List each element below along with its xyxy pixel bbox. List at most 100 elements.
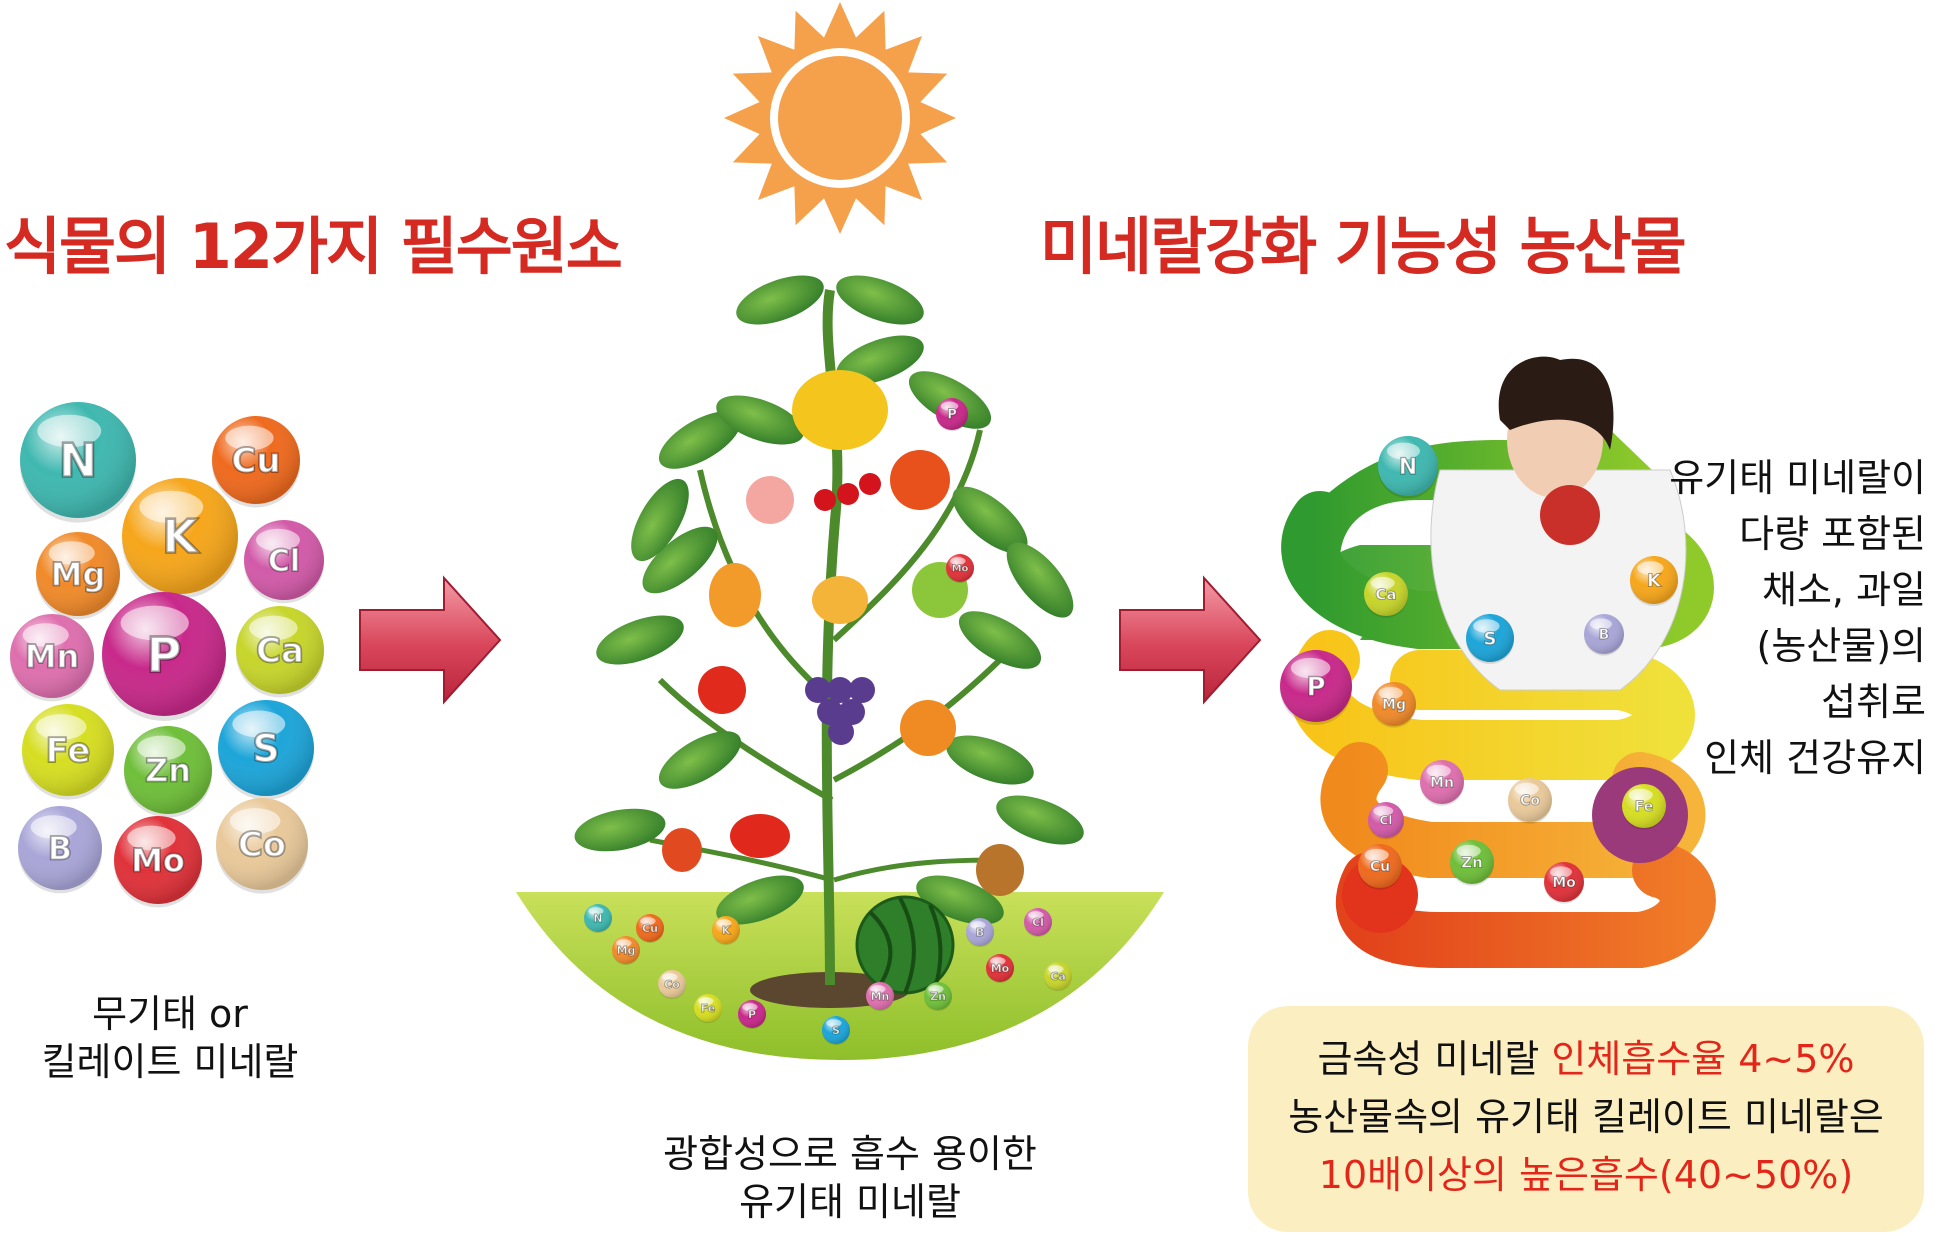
mineral-bubble: Fe — [694, 994, 722, 1024]
mineral-bubble: Cu — [1358, 844, 1402, 890]
mineral-symbol: B — [48, 830, 72, 868]
mineral-bubble: Mg — [1372, 682, 1416, 728]
red-pepper — [730, 814, 790, 858]
leaf — [596, 615, 684, 665]
mineral-symbol: Cl — [1032, 916, 1044, 929]
peach — [746, 476, 794, 524]
center-caption-line: 유기태 미네랄 — [739, 1180, 961, 1224]
right-description-line: 섭취로 — [1821, 680, 1926, 724]
leaf — [916, 875, 1004, 925]
mineral-bubble: Cl — [244, 520, 324, 604]
mineral-bubble: Mn — [866, 982, 894, 1012]
mineral-symbol: N — [1399, 455, 1417, 480]
mineral-bubble: Zn — [124, 726, 212, 818]
leaf — [658, 731, 742, 789]
tomato — [890, 450, 950, 510]
mineral-symbol: Cu — [1370, 859, 1390, 875]
mineral-symbol: Mn — [1430, 775, 1454, 791]
mineral-symbol: Co — [664, 978, 680, 991]
mineral-bubble: Ca — [1364, 572, 1408, 618]
right-description-line: 인체 건강유지 — [1704, 736, 1926, 780]
arrow-right-icon — [1119, 575, 1262, 705]
mineral-bubble: B — [1584, 614, 1624, 656]
mineral-symbol: P — [947, 408, 957, 423]
mineral-symbol: P — [748, 1008, 756, 1021]
mineral-symbol: Fe — [1635, 799, 1654, 815]
mineral-symbol: B — [976, 926, 984, 939]
mineral-bubble: Mg — [612, 936, 640, 966]
mineral-symbol: K — [1647, 570, 1662, 591]
info-highlight: 인체흡수율 4~5% — [1551, 1037, 1855, 1081]
apple — [1540, 485, 1600, 545]
mineral-bubble: Cu — [636, 914, 664, 944]
mineral-symbol: Mg — [51, 556, 106, 594]
mineral-bubble: Cu — [212, 416, 300, 508]
mineral-bubble: P — [936, 398, 968, 432]
mineral-symbol: Ca — [256, 631, 304, 671]
mineral-bubble: Zn — [924, 982, 952, 1012]
center-caption-line: 광합성으로 흡수 용이한 — [663, 1132, 1037, 1176]
leaf — [952, 486, 1028, 554]
left-caption-line: 킬레이트 미네랄 — [41, 1040, 299, 1084]
mineral-bubble: Mn — [10, 614, 94, 702]
mineral-bubble: K — [1630, 556, 1678, 606]
tomato — [698, 666, 746, 714]
leaf — [631, 478, 689, 562]
mineral-bubble: Cl — [1024, 908, 1052, 938]
mineral-bubble: N — [20, 402, 136, 523]
leaf — [716, 875, 804, 925]
mineral-bubble: Co — [1508, 778, 1552, 824]
leaf — [574, 808, 666, 852]
mineral-bubble: Mo — [114, 816, 202, 908]
mineral-symbol: Co — [1520, 793, 1540, 809]
mineral-bubble: B — [18, 806, 102, 894]
mineral-symbol: Ca — [1050, 970, 1066, 983]
mineral-symbol: Mo — [1552, 875, 1576, 891]
right-description-line: 유기태 미네랄이 — [1669, 456, 1926, 500]
mineral-symbol: Mo — [952, 564, 969, 575]
mineral-symbol: Mg — [617, 944, 636, 957]
right-description: 유기태 미네랄이 다량 포함된 채소, 과일 (농산물)의 섭취로 인체 건강유… — [1640, 450, 1926, 786]
mineral-bubble: Co — [658, 970, 686, 1000]
mineral-bubble: N — [584, 904, 612, 934]
mineral-bubble: Ca — [1044, 962, 1072, 992]
mineral-symbol: Mo — [131, 842, 185, 880]
mineral-symbol: Mg — [1382, 697, 1406, 713]
arrow-right-icon — [359, 575, 502, 705]
mineral-symbol: N — [59, 434, 98, 488]
mineral-bubble: Ca — [236, 606, 324, 698]
mineral-bubble: K — [122, 478, 238, 599]
strawberry — [662, 828, 702, 872]
mineral-bubble: Mg — [36, 532, 120, 620]
mineral-symbol: N — [593, 912, 602, 925]
leaf — [658, 411, 742, 469]
info-line-3: 10배이상의 높은흡수(40~50%) — [1318, 1153, 1854, 1197]
right-heading: 미네랄강화 기능성 농산물 — [1040, 210, 1687, 283]
mineral-bubble: Fe — [1622, 784, 1666, 830]
mineral-symbol: K — [722, 924, 731, 937]
right-description-line: 다량 포함된 — [1739, 512, 1926, 556]
mineral-bubble: Mo — [1544, 862, 1584, 904]
leaf — [736, 275, 824, 325]
mineral-bubble: Co — [216, 798, 308, 894]
mineral-symbol: Ca — [1375, 585, 1396, 603]
leaf — [642, 526, 718, 594]
mineral-symbol: Co — [238, 825, 286, 865]
orange-fruit — [709, 563, 761, 627]
mineral-symbol: Fe — [46, 731, 91, 771]
leaf — [836, 335, 924, 385]
orange-fruit — [900, 700, 956, 756]
mineral-symbol: Mn — [25, 638, 80, 676]
leaf — [996, 795, 1084, 845]
right-description-line: (농산물)의 — [1756, 624, 1927, 668]
mineral-bubble: Mo — [986, 954, 1014, 984]
leaf — [1006, 542, 1074, 618]
mineral-bubble: P — [102, 592, 226, 721]
mineral-symbol: S — [1484, 628, 1497, 649]
mineral-symbol: Zn — [1461, 853, 1483, 871]
center-caption: 광합성으로 흡수 용이한 유기태 미네랄 — [600, 1130, 1100, 1226]
